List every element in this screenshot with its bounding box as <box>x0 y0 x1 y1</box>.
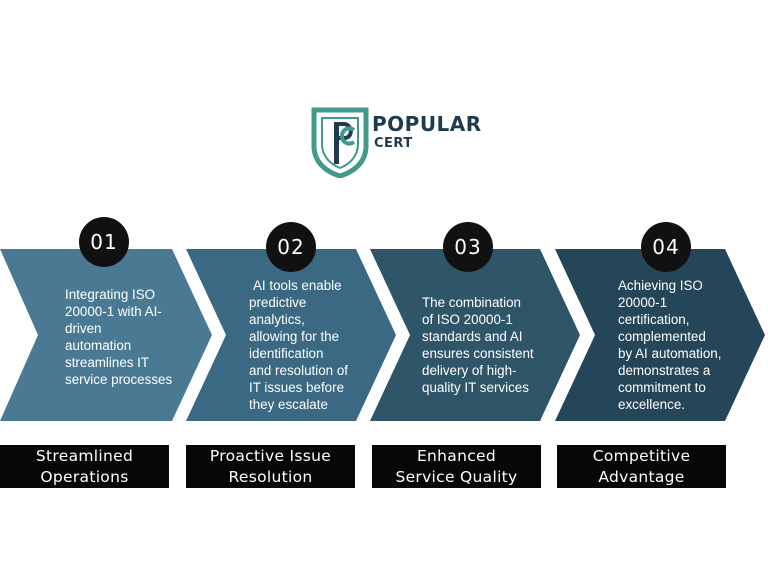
shield-logo-icon <box>311 107 369 178</box>
step-4-chevron <box>555 249 765 421</box>
step-1-chevron <box>0 249 212 421</box>
step-2-chevron <box>186 249 396 421</box>
step-4-number-badge: 04 <box>641 222 691 272</box>
step-3-description: The combination of ISO 20000-1 standards… <box>422 295 534 395</box>
step-1-number-badge: 01 <box>79 217 129 267</box>
step-3-number-badge: 03 <box>443 222 493 272</box>
logo-word-cert: CERT <box>374 136 413 151</box>
popular-cert-logo: POPULAR CERT <box>310 106 490 178</box>
step-2-description: AI tools enable predictive analytics, al… <box>249 278 349 412</box>
step-1-description: Integrating ISO 20000-1 with AI- driven … <box>65 287 173 387</box>
logo-word-popular: POPULAR <box>372 112 482 136</box>
step-4-description: Achieving ISO 20000-1 certification, com… <box>618 278 722 412</box>
step-2-number-badge: 02 <box>266 222 316 272</box>
step-3-chevron <box>370 249 580 421</box>
